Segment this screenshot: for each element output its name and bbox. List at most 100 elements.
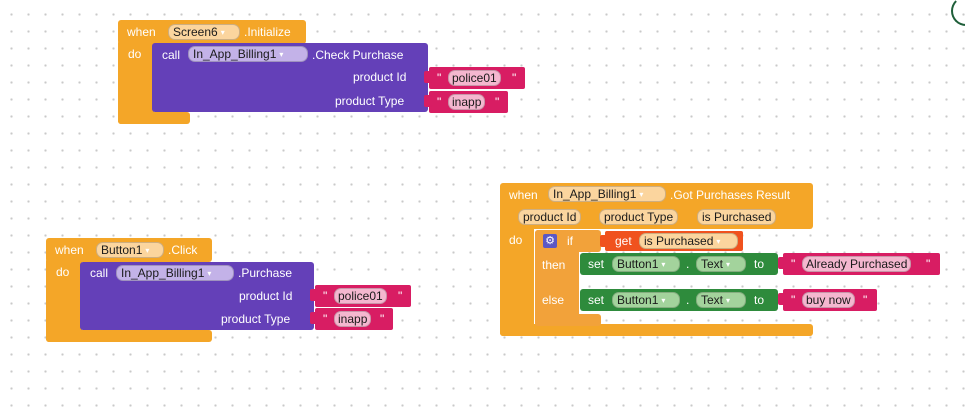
component-name: In_App_Billing1 (553, 187, 637, 201)
purchase-call-block[interactable]: call In_App_Billing1▾ .Purchase product … (80, 262, 314, 330)
event-param-is-purchased[interactable]: is Purchased (697, 209, 777, 225)
billing-component-dropdown[interactable]: In_App_Billing1▾ (188, 46, 308, 62)
component-name: Screen6 (173, 25, 218, 39)
property-name: Text (701, 257, 724, 271)
component-name: Button1 (617, 257, 659, 271)
property-dropdown[interactable]: Text▾ (696, 292, 746, 308)
if-label: if (567, 234, 573, 248)
open-quote-icon: " (791, 293, 796, 307)
else-label: else (542, 293, 565, 307)
method-name: .Purchase (238, 266, 293, 280)
component-name: Button1 (617, 293, 659, 307)
chevron-down-icon: ▾ (661, 260, 666, 269)
event-block-footer (500, 324, 813, 336)
event-name: .Got Purchases Result (670, 188, 791, 202)
chevron-down-icon: ▾ (726, 260, 731, 269)
button1-click-event-block[interactable]: when Button1▾ .Click do (46, 238, 212, 342)
check-purchase-call-block[interactable]: call In_App_Billing1▾ .Check Purchase pr… (152, 43, 428, 112)
mutator-gear-icon[interactable]: ⚙ (543, 234, 557, 248)
billing-component-name: In_App_Billing1 (193, 47, 277, 61)
param-product-id-label: product Id (239, 289, 293, 303)
trash-can-corner-icon[interactable] (951, 0, 965, 26)
chevron-down-icon: ▾ (726, 296, 731, 305)
open-quote-icon: " (323, 289, 328, 303)
socket-connector (310, 289, 318, 301)
close-quote-icon: " (495, 95, 500, 109)
when-label: when (55, 243, 84, 257)
socket-connector (424, 95, 432, 107)
set-label: set (588, 293, 605, 307)
event-block-body (500, 223, 534, 336)
component-name: Button1 (101, 243, 143, 257)
component-dropdown[interactable]: Button1▾ (612, 256, 680, 272)
close-quote-icon: " (512, 71, 517, 85)
call-label: call (162, 48, 181, 62)
string-value[interactable]: police01 (448, 70, 501, 86)
if-else-control-block[interactable]: ⚙ if then else (535, 230, 603, 326)
string-block-product-id[interactable]: " police01 " (315, 285, 411, 307)
open-quote-icon: " (323, 312, 328, 326)
call-label: call (90, 266, 109, 280)
dot-separator: . (686, 257, 690, 271)
component-dropdown[interactable]: In_App_Billing1▾ (548, 186, 666, 202)
string-value[interactable]: Already Purchased (802, 256, 912, 272)
component-dropdown[interactable]: Button1▾ (612, 292, 680, 308)
open-quote-icon: " (791, 257, 796, 271)
chevron-down-icon: ▾ (716, 237, 721, 246)
param-product-type-label: product Type (335, 94, 405, 108)
socket-connector (778, 257, 786, 269)
to-label: to (754, 293, 765, 307)
to-label: to (754, 257, 765, 271)
chevron-down-icon: ▾ (145, 246, 150, 255)
set-button-text-block-then[interactable]: set Button1▾ . Text▾ to (580, 253, 778, 275)
socket-connector (778, 293, 786, 305)
string-value[interactable]: buy now (802, 292, 855, 308)
then-label: then (542, 258, 566, 272)
when-label: when (127, 25, 156, 39)
chevron-down-icon: ▾ (639, 190, 644, 199)
string-block-product-id[interactable]: " police01 " (429, 67, 525, 89)
set-button-text-block-else[interactable]: set Button1▾ . Text▾ to (580, 289, 778, 311)
socket-connector (424, 71, 432, 83)
chevron-down-icon: ▾ (207, 269, 212, 278)
control-spine (535, 230, 579, 326)
string-block-else-value[interactable]: " buy now " (783, 289, 877, 311)
string-value[interactable]: inapp (334, 311, 372, 327)
variable-name: is Purchased (644, 234, 714, 248)
component-dropdown[interactable]: Screen6▾ (168, 24, 240, 40)
got-purchases-result-event-block[interactable]: when In_App_Billing1▾ .Got Purchases Res… (500, 183, 813, 336)
param-product-type-label: product Type (221, 312, 291, 326)
event-param-product-id[interactable]: product Id (518, 209, 582, 225)
property-name: Text (701, 293, 724, 307)
event-param-product-type[interactable]: product Type (599, 209, 679, 225)
get-variable-block[interactable]: get is Purchased▾ (605, 231, 743, 251)
control-footer (535, 314, 601, 326)
event-name: .Initialize (244, 25, 291, 39)
chevron-down-icon: ▾ (220, 28, 225, 37)
billing-component-dropdown[interactable]: In_App_Billing1▾ (116, 265, 234, 281)
string-block-then-value[interactable]: " Already Purchased " (783, 253, 940, 275)
when-label: when (509, 188, 538, 202)
string-block-product-type[interactable]: " inapp " (315, 308, 393, 330)
set-label: set (588, 257, 605, 271)
string-block-product-type[interactable]: " inapp " (429, 91, 508, 113)
billing-component-name: In_App_Billing1 (121, 266, 205, 280)
event-block-footer (118, 112, 190, 124)
chevron-down-icon: ▾ (279, 50, 284, 59)
variable-dropdown[interactable]: is Purchased▾ (639, 233, 738, 249)
chevron-down-icon: ▾ (661, 296, 666, 305)
property-dropdown[interactable]: Text▾ (696, 256, 746, 272)
socket-connector (310, 312, 318, 324)
close-quote-icon: " (863, 293, 868, 307)
component-dropdown[interactable]: Button1▾ (96, 242, 164, 258)
close-quote-icon: " (926, 257, 931, 271)
do-label: do (509, 233, 523, 247)
screen6-initialize-event-block[interactable]: when Screen6▾ .Initialize do (118, 20, 308, 124)
do-label: do (128, 47, 142, 61)
open-quote-icon: " (437, 71, 442, 85)
string-value[interactable]: inapp (448, 94, 486, 110)
string-value[interactable]: police01 (334, 288, 387, 304)
close-quote-icon: " (398, 289, 403, 303)
event-block-body (118, 40, 154, 124)
dot-separator: . (686, 293, 690, 307)
